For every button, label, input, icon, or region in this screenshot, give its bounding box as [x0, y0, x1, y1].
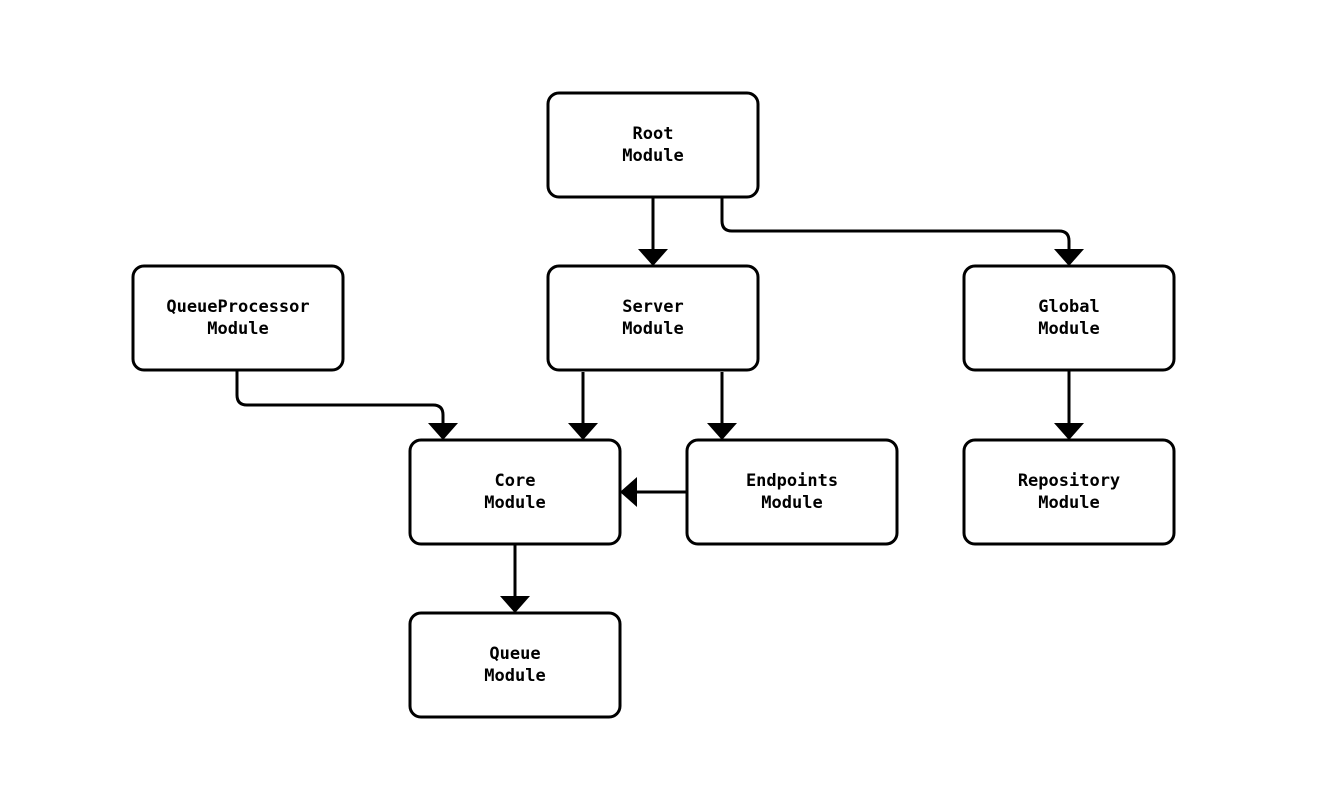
- edge-server-to-endpoints: [707, 372, 737, 440]
- arrowhead-icon: [568, 423, 598, 440]
- edge-line: [720, 197, 1071, 250]
- node-label-line1: Core: [495, 471, 536, 491]
- node-box[interactable]: [685, 438, 899, 546]
- node-box[interactable]: [408, 438, 622, 546]
- node-box[interactable]: [962, 438, 1176, 546]
- edge-core-to-queue: [500, 544, 530, 613]
- node-label-line2: Module: [484, 666, 545, 686]
- node-label-line2: Module: [761, 493, 822, 513]
- node-box[interactable]: [962, 264, 1176, 372]
- arrowhead-icon: [638, 249, 668, 266]
- node-label-line2: Module: [1038, 493, 1099, 513]
- node-box[interactable]: [408, 611, 622, 719]
- edge-endpoints-to-core: [620, 477, 687, 507]
- node-box[interactable]: [546, 91, 760, 199]
- node-label-line2: Module: [622, 146, 683, 166]
- node-label-line2: Module: [207, 319, 268, 339]
- arrowhead-icon: [1054, 249, 1084, 266]
- node-box[interactable]: [546, 264, 760, 372]
- arrowhead-icon: [428, 423, 458, 440]
- node-label-line1: Global: [1038, 297, 1099, 317]
- nodes-layer: RootModuleQueueProcessorModuleServerModu…: [131, 91, 1176, 719]
- edges-layer: [235, 197, 1084, 613]
- node-box[interactable]: [131, 264, 345, 372]
- arrowhead-icon: [500, 596, 530, 613]
- edge-global-to-repository: [1054, 370, 1084, 440]
- edge-line: [235, 370, 445, 424]
- arrowhead-icon: [1054, 423, 1084, 440]
- node-label-line1: Queue: [489, 644, 540, 664]
- node-label-line2: Module: [484, 493, 545, 513]
- node-label-line2: Module: [1038, 319, 1099, 339]
- node-label-line1: Endpoints: [746, 471, 838, 491]
- node-label-line2: Module: [622, 319, 683, 339]
- edge-root-to-server: [638, 197, 668, 266]
- edge-queueprocessor-to-core: [235, 370, 458, 440]
- arrowhead-icon: [707, 423, 737, 440]
- node-label-line1: Root: [633, 124, 674, 144]
- arrowhead-icon: [620, 477, 637, 507]
- edge-root-to-global: [720, 197, 1084, 266]
- node-label-line1: Server: [622, 297, 683, 317]
- node-label-line1: Repository: [1018, 471, 1120, 491]
- edge-server-to-core: [568, 372, 598, 440]
- node-label-line1: QueueProcessor: [166, 297, 309, 317]
